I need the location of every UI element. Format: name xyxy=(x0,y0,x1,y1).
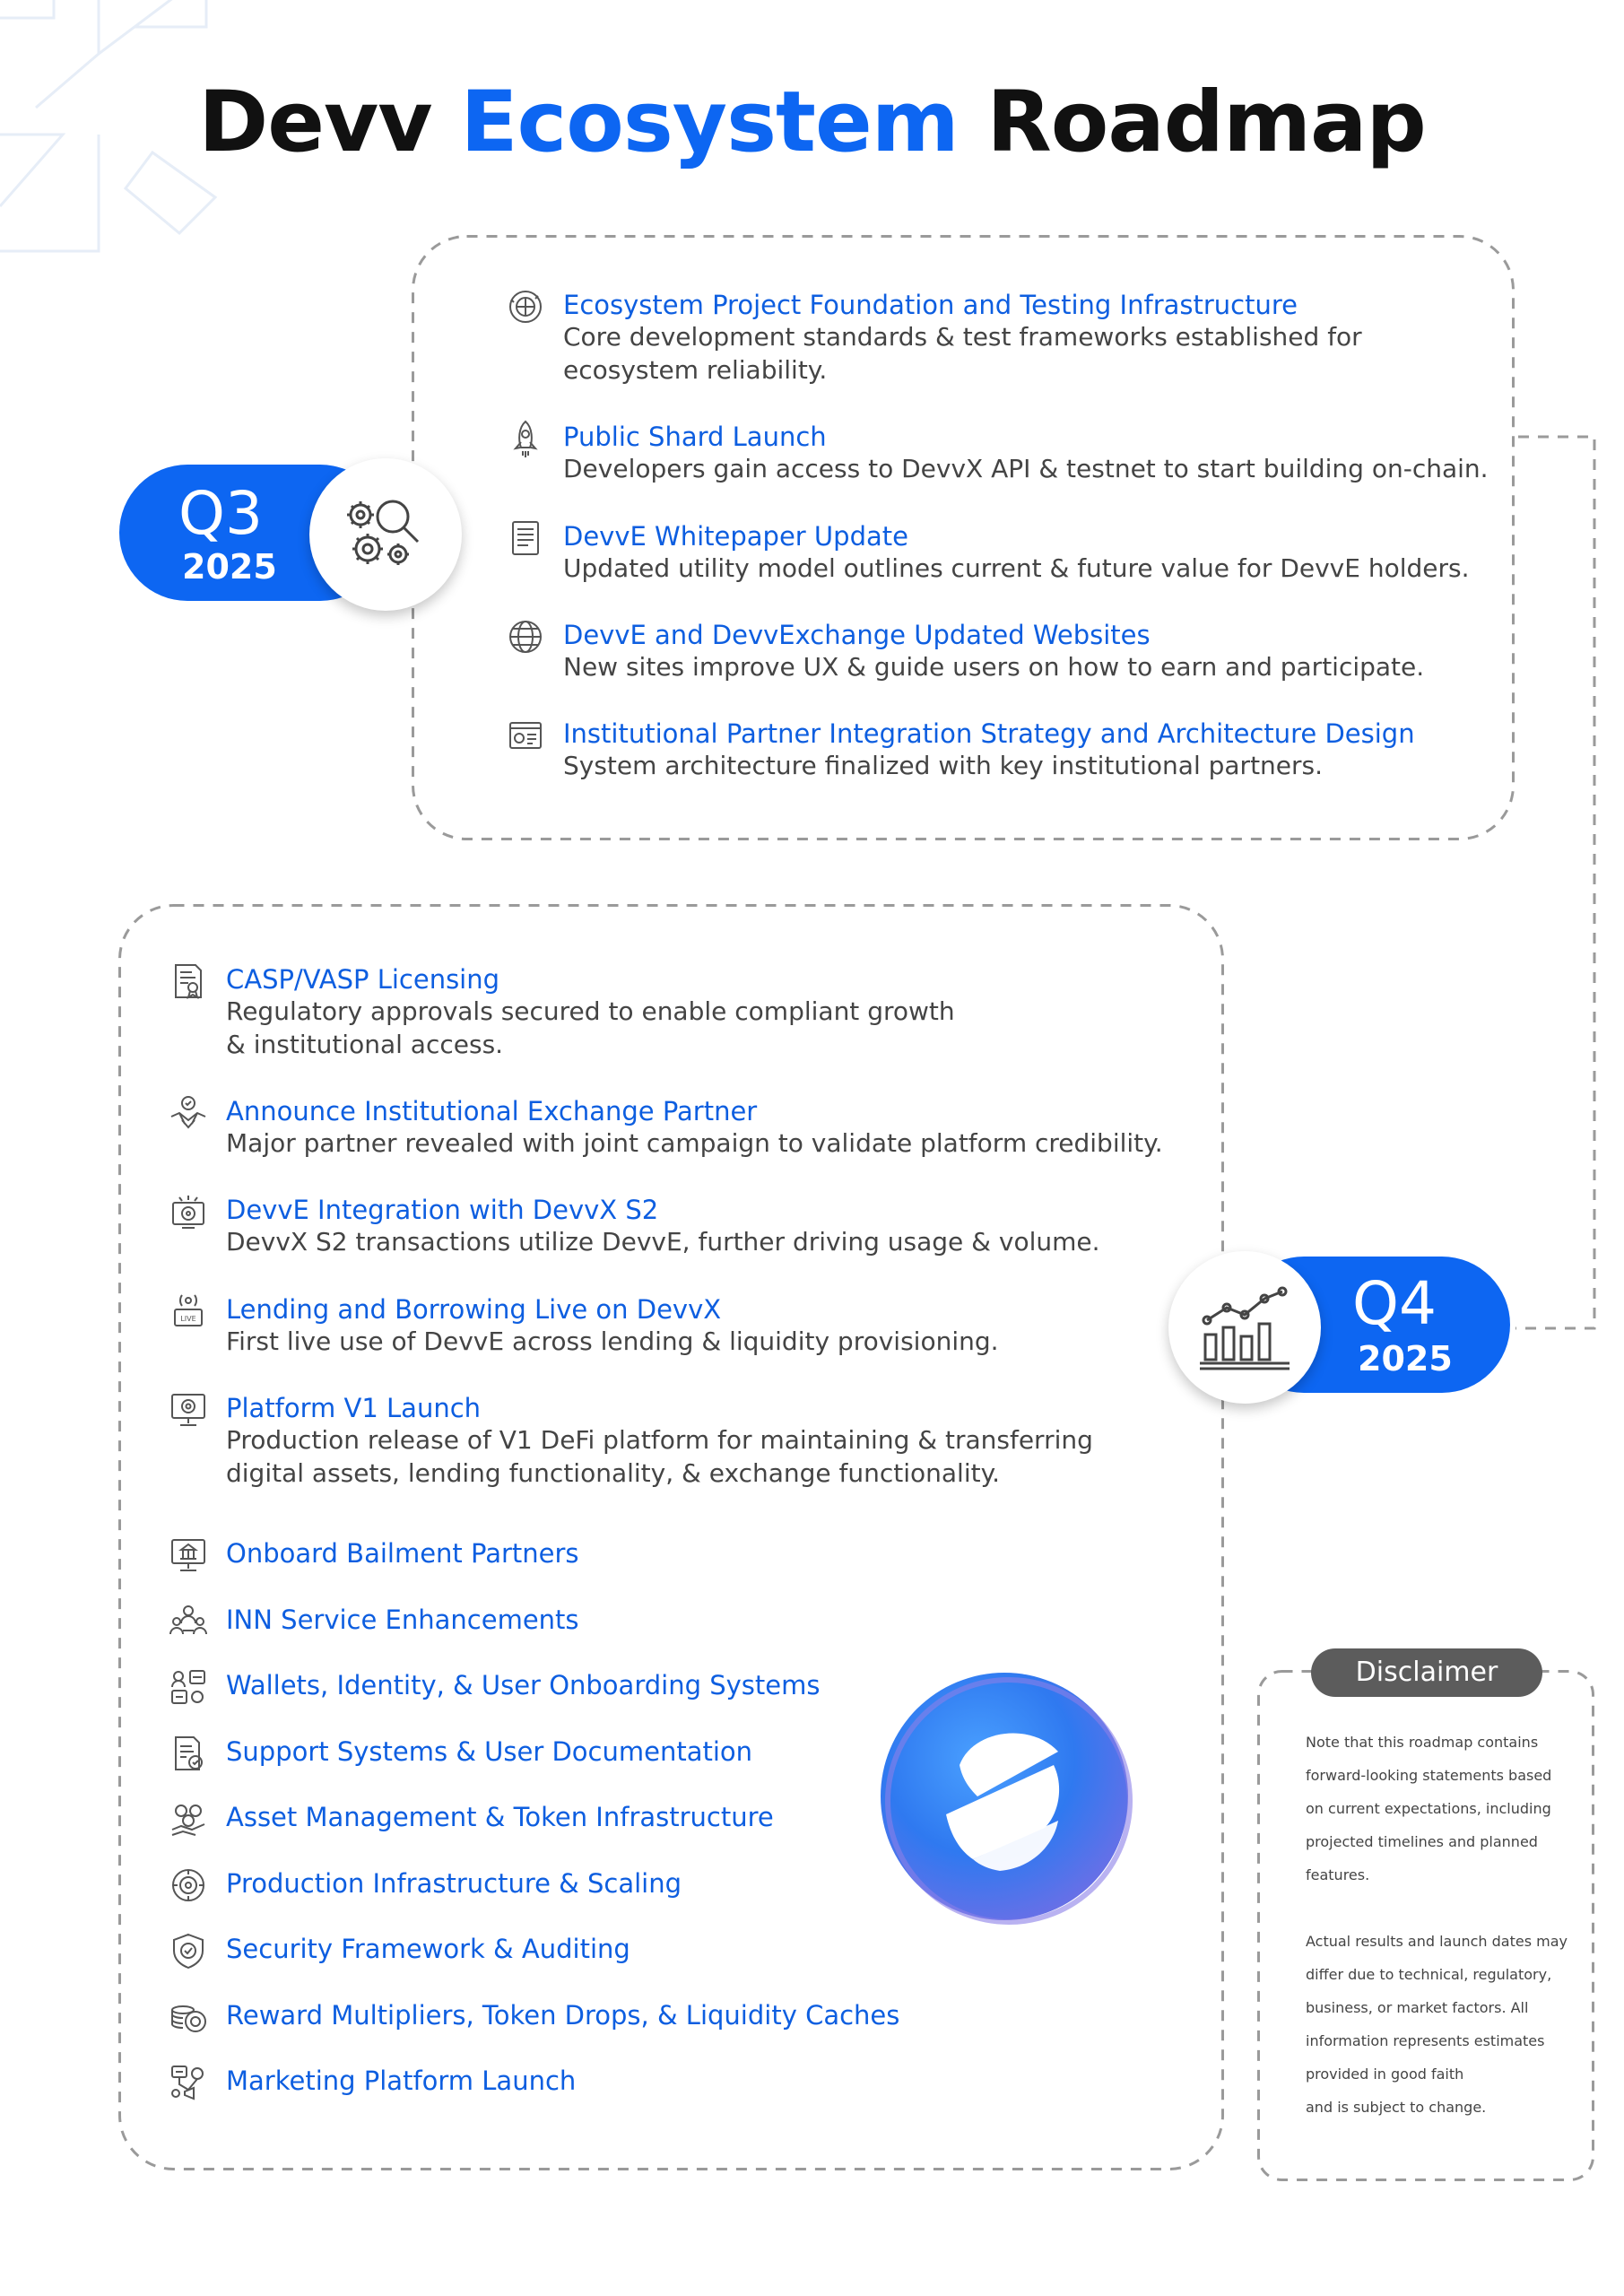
q3-badge-icon-circle xyxy=(309,458,462,611)
q4-simple-item-title: Security Framework & Auditing xyxy=(226,1934,630,1964)
q4-simple-item-title: INN Service Enhancements xyxy=(226,1605,579,1635)
disclaimer-line: Actual results and launch dates may xyxy=(1306,1933,1568,1950)
disclaimer-line: business, or market factors. All xyxy=(1306,1999,1529,2016)
disclaimer-line: on current expectations, including xyxy=(1306,1800,1551,1817)
q4-simple-item-title: Support Systems & User Documentation xyxy=(226,1736,753,1767)
title-part-devv: Devv xyxy=(198,74,432,171)
q4-simple-item-title: Reward Multipliers, Token Drops, & Liqui… xyxy=(226,2000,900,2031)
disclaimer-line: Note that this roadmap contains xyxy=(1306,1734,1539,1751)
q4-item-title: CASP/VASP Licensing xyxy=(226,964,500,995)
q4-box xyxy=(118,904,1224,2170)
q3-item-title: DevvE and DevvExchange Updated Websites xyxy=(563,620,1151,650)
disclaimer-heading: Disclaimer xyxy=(1311,1648,1542,1697)
devv-logo-icon xyxy=(881,1673,1133,1925)
shield-check-icon xyxy=(173,1933,204,1970)
certificate-icon xyxy=(175,964,202,1000)
coins-icon xyxy=(171,2005,206,2032)
asset-management-icon xyxy=(171,1805,205,1836)
q3-item-desc: Core development standards & test framew… xyxy=(563,320,1487,387)
document-icon xyxy=(512,521,539,555)
scaling-gear-icon xyxy=(172,1869,204,1901)
live-broadcast-icon: LIVE xyxy=(174,1294,203,1326)
q4-item-title: DevvE Integration with DevvX S2 xyxy=(226,1195,659,1225)
bank-monitor-icon xyxy=(171,1539,205,1571)
gears-magnifier-icon xyxy=(347,500,420,565)
q4-simple-item-title: Production Infrastructure & Scaling xyxy=(226,1868,682,1899)
monitor-launch-icon xyxy=(171,1394,205,1426)
title-part-roadmap: Roadmap xyxy=(986,74,1426,171)
disclaimer-line: features. xyxy=(1306,1866,1370,1883)
q3-year-label: 2025 xyxy=(182,547,277,587)
q4-quarter-label: Q4 xyxy=(1352,1269,1437,1338)
q4-simple-item-title: Asset Management & Token Infrastructure xyxy=(226,1802,774,1832)
marketing-icon xyxy=(171,2066,204,2100)
desc-line: Regulatory approvals secured to enable c… xyxy=(226,996,955,1026)
q3-item-desc: System architecture finalized with key i… xyxy=(563,751,1324,780)
q4-item-desc: First live use of DevvE across lending &… xyxy=(226,1326,999,1356)
q4-item-desc: DevvX S2 transactions utilize DevvE, fur… xyxy=(226,1227,1100,1257)
disclaimer-paragraph-1: Note that this roadmap contains forward-… xyxy=(1306,1726,1575,1892)
q3-item-desc: New sites improve UX & guide users on ho… xyxy=(563,652,1425,682)
disclaimer-paragraph-2: Actual results and launch dates may diff… xyxy=(1306,1925,1575,2124)
q3-item-title: Ecosystem Project Foundation and Testing… xyxy=(563,290,1298,320)
disclaimer-line: projected timelines and planned xyxy=(1306,1833,1538,1850)
identity-icon xyxy=(171,1670,205,1704)
bar-chart-trend-icon xyxy=(1200,1286,1290,1370)
q3-item-title: Public Shard Launch xyxy=(563,422,827,452)
integration-gear-icon xyxy=(172,1196,204,1229)
desc-line: ecosystem reliability. xyxy=(563,355,828,385)
q4-simple-item-title: Onboard Bailment Partners xyxy=(226,1538,579,1569)
q3-item-title: DevvE Whitepaper Update xyxy=(563,521,908,552)
q3-quarter-label: Q3 xyxy=(178,479,263,548)
q4-box-border xyxy=(118,904,1224,2170)
rocket-icon xyxy=(513,420,538,457)
q3-item-title: Institutional Partner Integration Strate… xyxy=(563,718,1415,749)
q4-item-desc: Regulatory approvals secured to enable c… xyxy=(226,995,1168,1061)
desc-line: & institutional access. xyxy=(226,1030,504,1059)
decorative-arrows-graphic xyxy=(0,0,218,253)
network-people-icon xyxy=(169,1605,207,1635)
q4-item-desc: Production release of V1 DeFi platform f… xyxy=(226,1423,1168,1490)
q4-simple-item-title: Marketing Platform Launch xyxy=(226,2066,577,2096)
disclaimer-line: information represents estimates xyxy=(1306,2032,1545,2049)
handshake-icon xyxy=(170,1096,206,1129)
q4-item-title: Platform V1 Launch xyxy=(226,1393,482,1423)
q3-item-desc: Updated utility model outlines current &… xyxy=(563,553,1470,583)
disclaimer-line: provided in good faith xyxy=(1306,2066,1464,2083)
support-docs-icon xyxy=(175,1736,203,1770)
q4-item-title: Announce Institutional Exchange Partner xyxy=(226,1096,758,1126)
q4-item-title: Lending and Borrowing Live on DevvX xyxy=(226,1294,722,1325)
q4-simple-item-title: Wallets, Identity, & User Onboarding Sys… xyxy=(226,1670,821,1700)
q4-year-label: 2025 xyxy=(1358,1339,1453,1378)
desc-line: Core development standards & test framew… xyxy=(563,322,1362,352)
q4-badge-icon-circle xyxy=(1168,1251,1321,1404)
page-title: Devv Ecosystem Roadmap xyxy=(0,74,1624,171)
desc-line: Production release of V1 DeFi platform f… xyxy=(226,1425,1093,1455)
svg-text:LIVE: LIVE xyxy=(180,1315,195,1323)
disclaimer-line: forward-looking statements based xyxy=(1306,1767,1552,1784)
q4-item-desc: Major partner revealed with joint campai… xyxy=(226,1128,1163,1158)
globe-gear-icon xyxy=(509,291,542,323)
architecture-icon xyxy=(509,722,542,749)
disclaimer-line: differ due to technical, regulatory, xyxy=(1306,1966,1552,1983)
disclaimer-line: and is subject to change. xyxy=(1306,2099,1487,2116)
q3-item-desc: Developers gain access to DevvX API & te… xyxy=(563,454,1489,483)
title-part-ecosystem: Ecosystem xyxy=(460,74,959,171)
desc-line: digital assets, lending functionality, &… xyxy=(226,1458,1001,1488)
globe-icon xyxy=(509,621,542,653)
